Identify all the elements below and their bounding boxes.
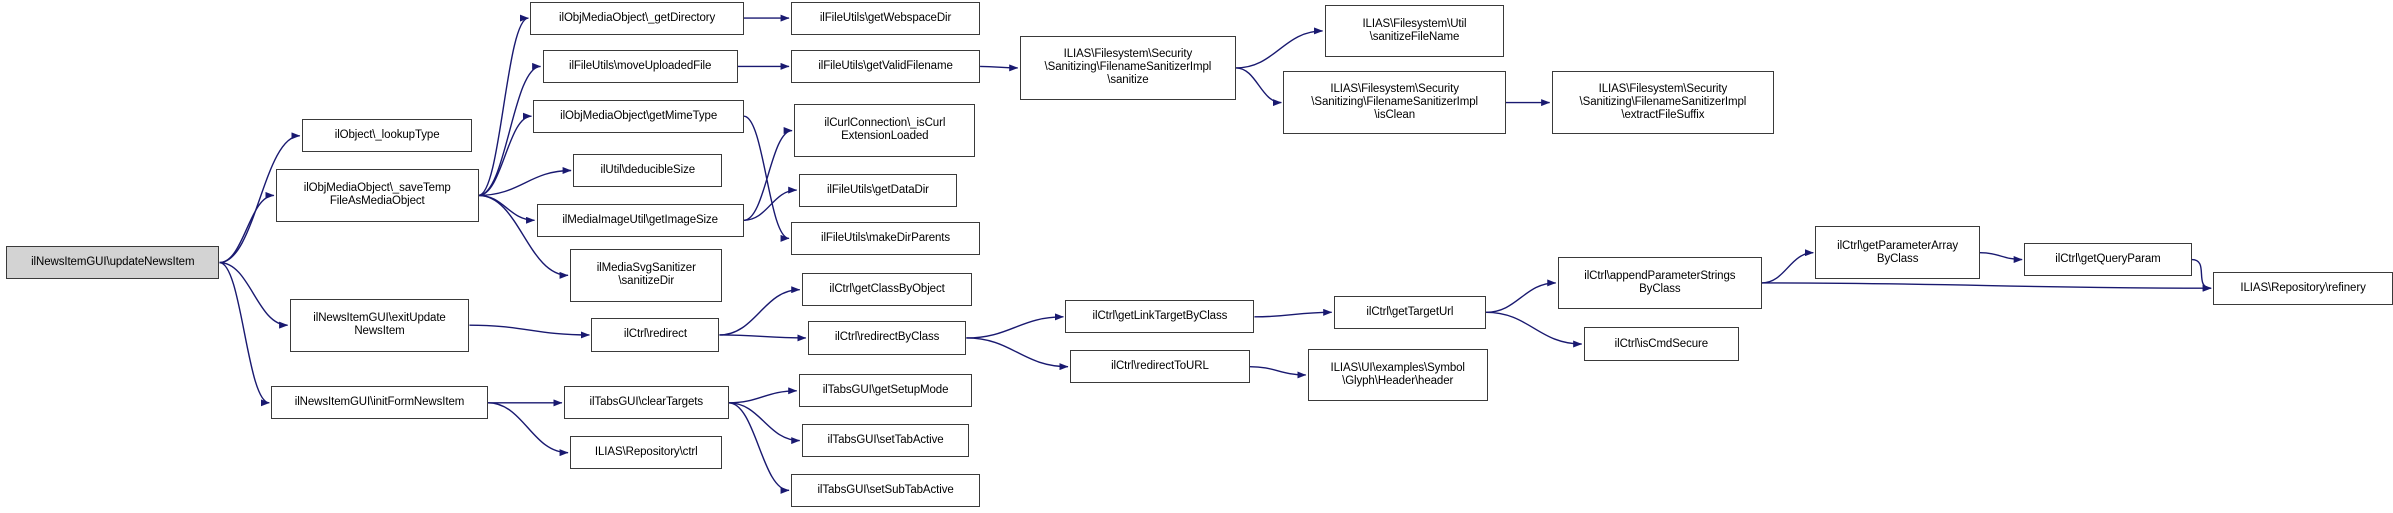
graph-node[interactable]: ilTabsGUI\getSetupMode <box>798 374 973 408</box>
graph-node[interactable]: ILIAS\Repository\ctrl <box>570 436 723 470</box>
graph-node[interactable]: ilFileUtils\getWebspaceDir <box>791 1 981 35</box>
graph-edge <box>728 402 790 494</box>
graph-edge <box>966 313 1064 339</box>
graph-node[interactable]: ilCtrl\getParameterArray ByClass <box>1815 226 1980 280</box>
graph-node[interactable]: ILIAS\Filesystem\Security \Sanitizing\Fi… <box>1551 70 1775 135</box>
graph-node[interactable]: ilTabsGUI\setTabActive <box>801 423 970 458</box>
graph-node[interactable]: ilMediaImageUtil\getImageSize <box>536 203 744 237</box>
graph-edge <box>1979 252 2023 264</box>
graph-edge <box>1486 279 1557 314</box>
graph-node[interactable]: ILIAS\Filesystem\Security \Sanitizing\Fi… <box>1019 36 1237 100</box>
graph-node-root[interactable]: ilNewsItemGUI\updateNewsItem <box>6 245 220 280</box>
graph-edge <box>1254 308 1333 318</box>
graph-node[interactable]: ilFileUtils\makeDirParents <box>791 221 981 255</box>
graph-node[interactable]: ilMediaSvgSanitizer \sanitizeDir <box>570 248 723 302</box>
graph-node[interactable]: ILIAS\Repository\refinery <box>2213 271 2393 305</box>
graph-node[interactable]: ILIAS\Filesystem\Security \Sanitizing\Fi… <box>1283 70 1506 135</box>
graph-edge <box>1761 249 1814 284</box>
graph-node[interactable]: ilObjMediaObject\getMimeType <box>533 99 744 133</box>
graph-edge <box>728 387 798 404</box>
graph-edge <box>469 324 590 339</box>
graph-node[interactable]: ilCtrl\getTargetUrl <box>1333 295 1487 329</box>
graph-node[interactable]: ILIAS\UI\examples\Symbol \Glyph\Header\h… <box>1307 348 1488 402</box>
graph-node[interactable]: ilFileUtils\getDataDir <box>798 173 958 207</box>
graph-edge <box>478 14 529 197</box>
graph-edge <box>219 261 270 407</box>
graph-edge <box>478 167 572 197</box>
graph-edge <box>728 402 801 445</box>
graph-node[interactable]: ilCtrl\getQueryParam <box>2024 242 2192 277</box>
graph-edge <box>719 286 801 336</box>
graph-edge <box>487 402 569 457</box>
graph-node[interactable]: ilNewsItemGUI\initFormNewsItem <box>271 386 488 420</box>
graph-edge <box>1761 282 2212 292</box>
graph-node[interactable]: ilCtrl\redirectToURL <box>1069 350 1250 384</box>
graph-node[interactable]: ilNewsItemGUI\exitUpdate NewsItem <box>289 298 470 352</box>
graph-edge <box>478 112 532 197</box>
graph-node[interactable]: ilCtrl\getLinkTargetByClass <box>1065 300 1255 334</box>
graph-edge <box>1236 27 1324 69</box>
graph-node[interactable]: ilObject\_lookupType <box>301 119 473 153</box>
graph-edge <box>719 334 807 342</box>
graph-node[interactable]: ilCtrl\getClassByObject <box>801 273 973 307</box>
graph-edge <box>980 64 1019 72</box>
graph-edge <box>2191 258 2212 292</box>
graph-node[interactable]: ilObjMediaObject\_getDirectory <box>530 1 744 35</box>
graph-edge <box>219 261 289 329</box>
graph-edge <box>743 115 790 242</box>
graph-node[interactable]: ilTabsGUI\setSubTabActive <box>791 473 981 507</box>
graph-edge <box>219 191 275 264</box>
graph-node[interactable]: ilTabsGUI\clearTargets <box>563 386 729 420</box>
graph-node[interactable]: ilCtrl\redirectByClass <box>807 321 967 355</box>
graph-node[interactable]: ilUtil\deducibleSize <box>573 153 723 188</box>
graph-edge <box>1236 67 1282 107</box>
graph-node[interactable]: ilFileUtils\moveUploadedFile <box>542 49 738 83</box>
graph-node[interactable]: ilCtrl\isCmdSecure <box>1583 327 1740 361</box>
graph-edge <box>743 186 798 221</box>
graph-edge <box>478 194 536 224</box>
graph-node[interactable]: ilObjMediaObject\_saveTemp FileAsMediaOb… <box>275 168 479 222</box>
graph-edge <box>1486 311 1583 348</box>
graph-node[interactable]: ilCtrl\redirect <box>591 318 720 352</box>
graph-edge <box>743 127 793 221</box>
graph-edge <box>966 337 1069 371</box>
graph-node[interactable]: ilCtrl\appendParameterStrings ByClass <box>1557 256 1762 310</box>
graph-node[interactable]: ILIAS\Filesystem\Util \sanitizeFileName <box>1324 4 1505 58</box>
graph-node[interactable]: ilCurlConnection\_isCurl ExtensionLoaded <box>794 104 976 157</box>
graph-node[interactable]: ilFileUtils\getValidFilename <box>791 49 981 83</box>
graph-edge <box>1249 365 1307 379</box>
graph-edge <box>478 62 542 197</box>
